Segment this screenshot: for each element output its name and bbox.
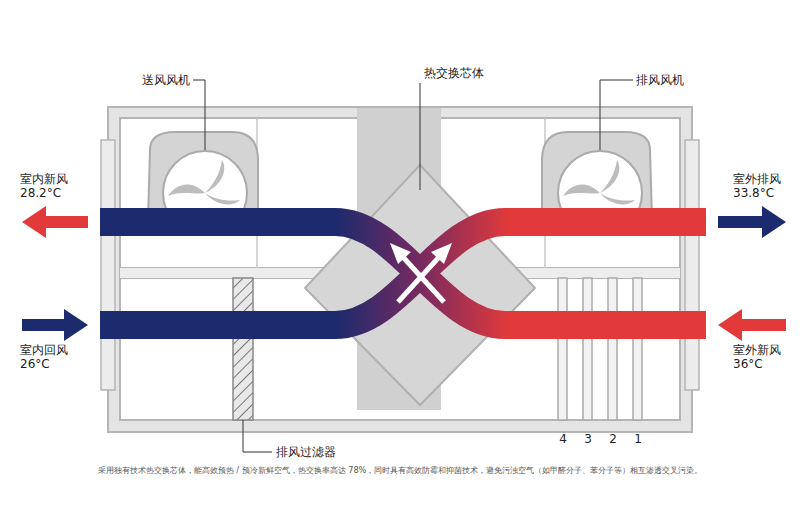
temperature: 28.2°C — [20, 186, 61, 200]
filter-bars — [558, 278, 642, 420]
callout-number: 3 — [584, 432, 592, 446]
port-label: 室外排风 — [733, 172, 781, 186]
temperature: 26°C — [20, 357, 50, 371]
part-label: 送风风机 — [142, 73, 190, 87]
callout-number: 2 — [609, 432, 617, 446]
port-label: 室内新风 — [20, 172, 68, 186]
temperature: 33.8°C — [733, 186, 774, 200]
port-label: 室内回风 — [20, 343, 68, 357]
exchange-arrows — [390, 243, 452, 302]
port-label: 室外新风 — [733, 343, 781, 357]
flow-arrow — [22, 206, 88, 238]
caption: 采用独有技术热交换芯体，能高效预热 / 预冷新鲜空气，热交换率高达 78%，同时… — [0, 464, 800, 476]
flow-arrow — [22, 309, 88, 341]
part-label: 排风过滤器 — [276, 445, 336, 459]
temperature: 36°C — [733, 357, 763, 371]
flow-arrow — [718, 206, 786, 238]
air-flow — [100, 222, 706, 325]
part-label: 热交换芯体 — [424, 66, 484, 80]
callout-number: 4 — [559, 432, 567, 446]
callout-number: 1 — [634, 432, 642, 446]
part-label: 排风风机 — [636, 73, 684, 87]
exhaust-filter — [233, 278, 253, 420]
flow-arrow — [718, 309, 786, 341]
leader-lines — [193, 80, 633, 452]
